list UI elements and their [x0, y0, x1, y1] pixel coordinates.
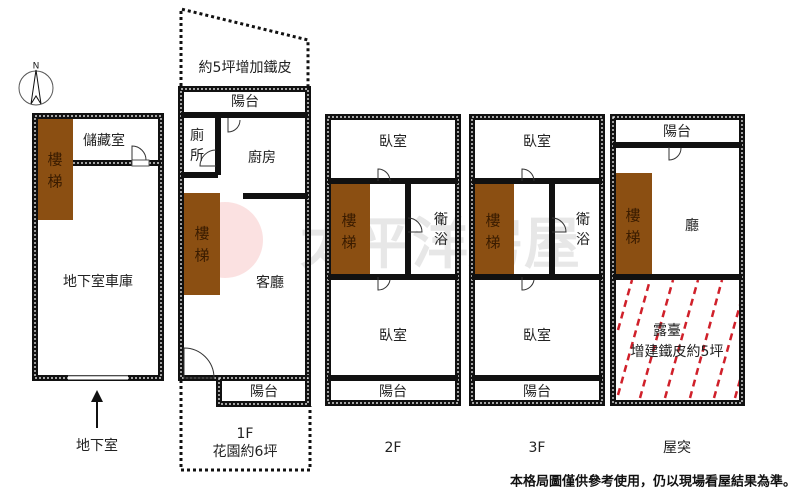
- room-balcony: 陽台: [231, 94, 259, 110]
- entrance-arrow-icon: [91, 390, 103, 402]
- garden-label: 花園約6坪: [213, 444, 278, 460]
- room-balcony: 陽台: [250, 384, 278, 400]
- floor-label: 屋突: [663, 440, 691, 456]
- room-bedroom: 臥室: [379, 327, 407, 344]
- stair-label: 梯: [194, 247, 209, 265]
- room-storage: 儲藏室: [83, 132, 125, 149]
- 1f-plan: 約5坪增加鐵皮 陽台 廁 所 廚房 樓 梯 客廳 陽台 1F 花園約6坪: [178, 7, 312, 472]
- room-balcony: 陽台: [379, 384, 407, 400]
- basement-stair: [37, 117, 73, 220]
- room-bedroom: 臥室: [523, 133, 551, 150]
- room-kitchen: 廚房: [248, 149, 276, 166]
- room-toilet: 廁: [190, 127, 204, 144]
- 3f-plan: 臥室 樓 梯 衛 浴 臥室 陽台 3F: [469, 114, 605, 456]
- roof-plan: 陽台 樓 梯 廳 露臺 增建鐵皮約5坪 屋突: [610, 114, 745, 456]
- room-bath: 浴: [434, 232, 448, 248]
- room-bath: 浴: [576, 232, 590, 248]
- room-hall: 廳: [685, 217, 699, 234]
- floor-label: 3F: [529, 440, 546, 456]
- stair-label: 樓: [485, 212, 500, 230]
- watermark: 太平洋房屋: [187, 202, 580, 278]
- room-terrace: 露臺: [653, 323, 681, 339]
- disclaimer: 本格局圖僅供參考使用，仍以現場看屋結果為準。: [510, 474, 796, 490]
- room-living: 客廳: [256, 274, 284, 291]
- room-bath: 衛: [576, 212, 590, 228]
- stair-label: 梯: [341, 234, 356, 252]
- stair-label: 梯: [47, 173, 62, 191]
- terrace-hatch: [616, 279, 742, 399]
- compass-icon: N: [18, 62, 54, 106]
- room-toilet: 所: [190, 148, 204, 164]
- room-balcony: 陽台: [523, 384, 551, 400]
- floor-label: 2F: [385, 440, 402, 456]
- stair-label: 樓: [341, 212, 356, 230]
- terrace-note: 增建鐵皮約5坪: [631, 343, 724, 360]
- stair-label: 梯: [485, 234, 500, 252]
- stair-label: 樓: [194, 225, 209, 243]
- room-garage: 地下室車庫: [63, 273, 133, 290]
- svg-text:N: N: [33, 62, 40, 72]
- extension-label: 約5坪增加鐵皮: [199, 59, 292, 76]
- stair-label: 樓: [47, 151, 62, 169]
- room-bath: 衛: [434, 212, 448, 228]
- floor-label: 地下室: [76, 437, 118, 454]
- 2f-plan: 臥室 樓 梯 衛 浴 臥室 陽台 2F: [325, 114, 461, 456]
- floor-label: 1F: [237, 426, 254, 442]
- room-bedroom: 臥室: [379, 133, 407, 150]
- stair-label: 樓: [625, 207, 640, 225]
- room-bedroom: 臥室: [523, 327, 551, 344]
- basement-plan: 儲藏室 樓 梯 地下室車庫 地下室: [32, 113, 164, 454]
- room-balcony: 陽台: [663, 124, 691, 140]
- stair-label: 梯: [625, 229, 640, 247]
